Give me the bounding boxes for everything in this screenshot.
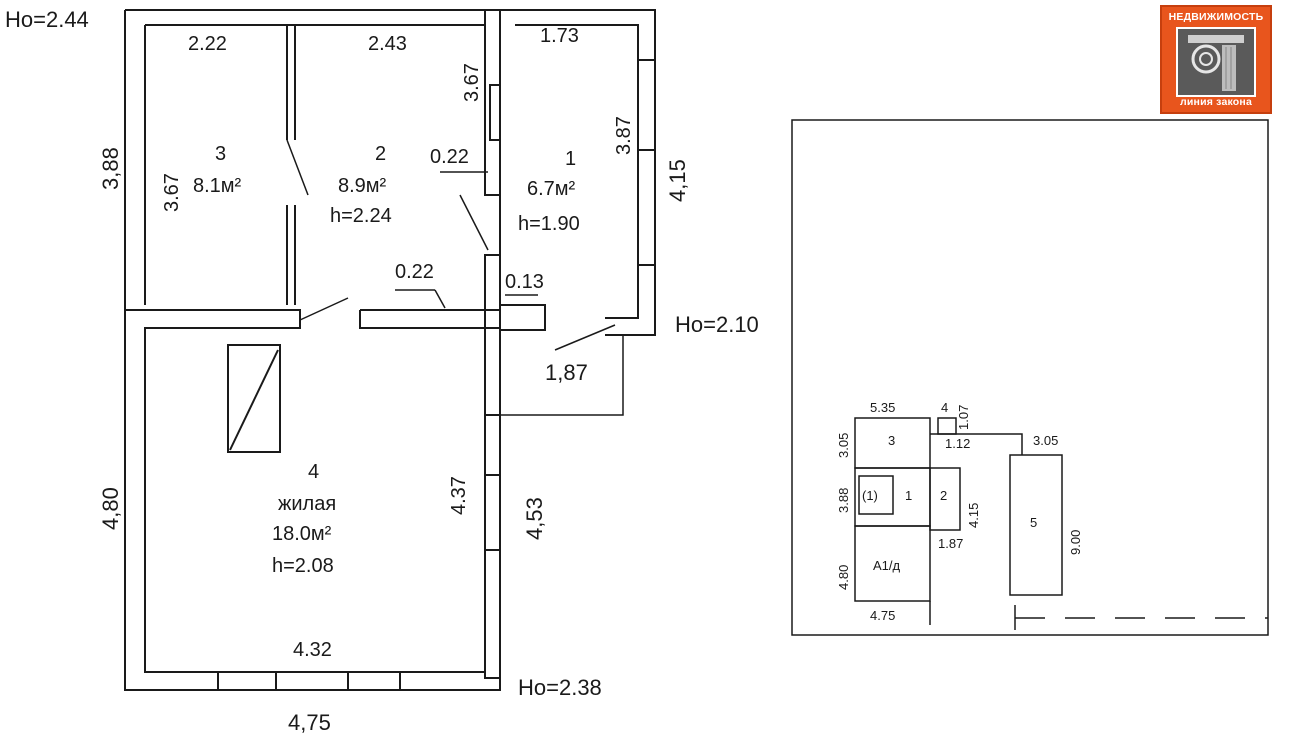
site-labels: 5.35 4 1.07 3.05 1.12 3.05 3.88 4.15 1.8… — [836, 400, 1083, 623]
site-label-r2: 2 — [940, 488, 947, 503]
window-room2 — [489, 84, 501, 141]
site-dim-107: 1.07 — [956, 405, 971, 430]
company-logo: НЕДВИЖИМОСТЬ линия закона — [1160, 5, 1272, 114]
door-swing-2 — [459, 194, 489, 251]
site-dim-535: 5.35 — [870, 400, 895, 415]
wall-room4-inner — [125, 309, 485, 673]
dim-right-lower: 4,53 — [522, 497, 547, 540]
window-bottom-a — [217, 671, 277, 691]
site-building5 — [1009, 454, 1063, 596]
stove — [227, 344, 281, 453]
window-room1-a — [637, 59, 656, 151]
porch-outline — [500, 335, 624, 416]
dim-room3-inner: 3.67 — [161, 173, 183, 212]
dim-room4-inner: 4.37 — [448, 476, 470, 515]
dim-wall-b: 0.22 — [395, 261, 434, 283]
height-label-topleft: Ho=2.44 — [5, 7, 89, 32]
room4-number: 4 — [308, 461, 319, 483]
room3-number: 3 — [215, 143, 226, 165]
dim-left-lower: 4,80 — [98, 487, 123, 530]
site-dim-900: 9.00 — [1068, 530, 1083, 555]
room1-area: 6.7м² — [527, 178, 576, 200]
site-room2 — [929, 467, 961, 531]
site-boundary — [791, 119, 1269, 636]
site-label-b5: 5 — [1030, 515, 1037, 530]
dim-top-c: 1.73 — [540, 25, 579, 47]
window-room1-b — [637, 149, 656, 266]
room4-area: 18.0м² — [272, 523, 332, 545]
height-label-bottom: Ho=2.38 — [518, 675, 602, 700]
site-dim-305b: 3.05 — [1033, 433, 1058, 448]
site-dim-480: 4.80 — [836, 565, 851, 590]
site-label-main: А1/д — [873, 558, 901, 573]
window-room4-right — [484, 474, 501, 551]
dim-wall-a: 0.22 — [430, 146, 469, 168]
wall-outer-left — [124, 10, 501, 691]
dim-porch: 1,87 — [545, 360, 588, 385]
dim-right-upper: 4,15 — [665, 159, 690, 202]
window-bottom-b — [275, 671, 349, 691]
site-dim-305a: 3.05 — [836, 433, 851, 458]
door-swing-3 — [286, 139, 309, 196]
site-dim-415: 4.15 — [966, 503, 981, 528]
site-label-r1p: (1) — [862, 488, 878, 503]
plan-labels: Ho=2.44 Ho=2.10 Ho=2.38 2.22 2.43 1.73 3… — [5, 7, 759, 735]
column-emblem-icon — [1176, 27, 1256, 97]
dim-left-upper: 3,88 — [98, 147, 123, 190]
wall-room4-top-right — [359, 309, 501, 329]
site-dim-187: 1.87 — [938, 536, 963, 551]
site-label-r1: 1 — [905, 488, 912, 503]
room2-number: 2 — [375, 143, 386, 165]
room2-height: h=2.24 — [330, 205, 392, 227]
room1-height: h=1.90 — [518, 213, 580, 235]
dim-room1-inner: 3.87 — [613, 116, 635, 155]
leader-porch — [554, 324, 616, 351]
door-swing-4 — [299, 297, 349, 321]
site-room4 — [937, 417, 957, 435]
dim-top-a: 2.22 — [188, 33, 227, 55]
site-dim-112: 1.12 — [945, 436, 970, 451]
room1-number: 1 — [565, 148, 576, 170]
dim-bottom-inner: 4.32 — [293, 639, 332, 661]
window-bottom-c — [347, 671, 401, 691]
logo-bottom-text: линия закона — [1180, 96, 1252, 108]
plan-walls — [124, 9, 656, 691]
room4-type: жилая — [278, 493, 336, 515]
dim-room2-inner: 3.67 — [461, 63, 483, 102]
logo-top-text: НЕДВИЖИМОСТЬ — [1168, 11, 1264, 23]
dim-bottom-outer: 4,75 — [288, 710, 331, 735]
site-dim-4: 4 — [941, 400, 948, 415]
chimney — [499, 304, 546, 331]
room2-area: 8.9м² — [338, 175, 387, 197]
dim-top-b: 2.43 — [368, 33, 407, 55]
height-label-right: Ho=2.10 — [675, 312, 759, 337]
room3-area: 8.1м² — [193, 175, 242, 197]
site-label-r3: 3 — [888, 433, 895, 448]
site-main-house — [854, 525, 931, 602]
room4-height: h=2.08 — [272, 555, 334, 577]
site-plan — [791, 119, 1269, 636]
dim-wall-c: 0.13 — [505, 271, 544, 293]
site-dim-475: 4.75 — [870, 608, 895, 623]
site-dim-388: 3.88 — [836, 488, 851, 513]
